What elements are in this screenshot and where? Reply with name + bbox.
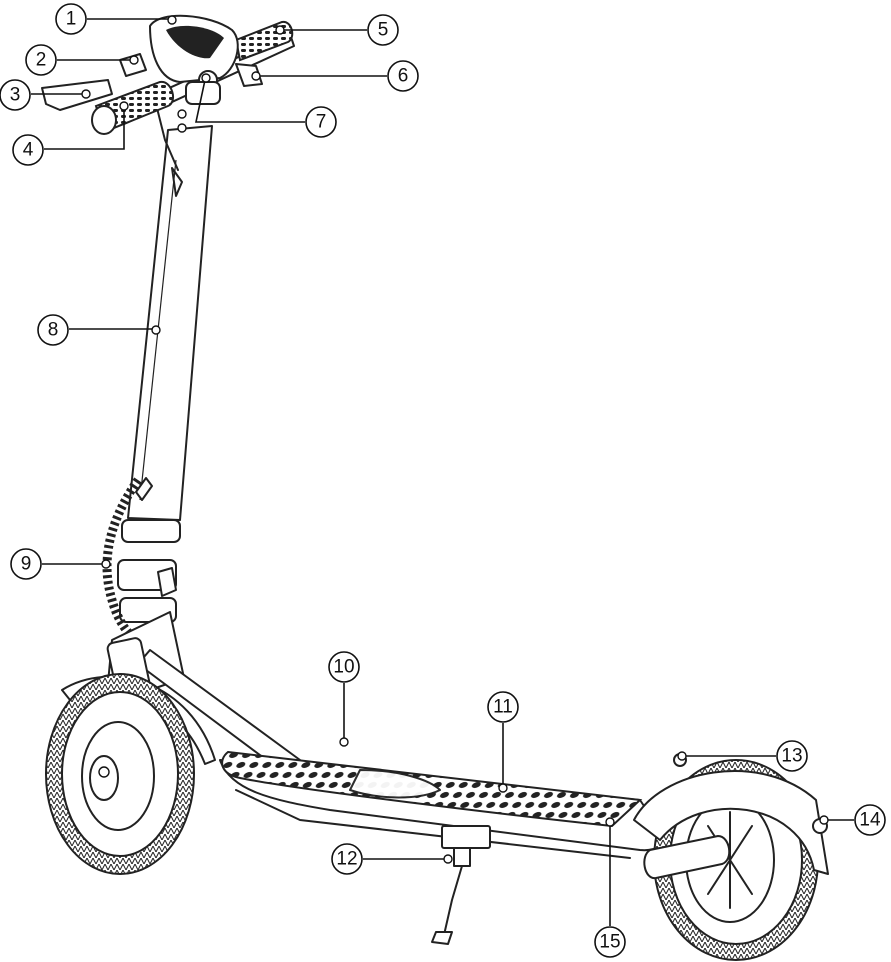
- kickstand: [432, 826, 490, 944]
- front-wheel: [46, 674, 194, 874]
- dashboard-display: [150, 16, 238, 82]
- callout-label: 12: [336, 849, 357, 870]
- stem-tube: [128, 126, 212, 520]
- callout-label: 6: [398, 66, 409, 87]
- callout-label: 3: [10, 85, 21, 106]
- callout-label: 11: [493, 697, 513, 718]
- callout-label: 2: [36, 50, 47, 71]
- callout-label: 4: [23, 140, 34, 161]
- callout-label: 5: [378, 20, 389, 41]
- callout-5: 5: [276, 15, 398, 45]
- callout-6: 6: [252, 61, 418, 91]
- callout-label: 13: [781, 746, 802, 767]
- scooter-illustration: [42, 16, 828, 960]
- callout-8: 8: [38, 315, 160, 345]
- callout-14: 14: [820, 805, 885, 835]
- callout-9: 9: [11, 549, 110, 579]
- callout-11: 11: [488, 692, 518, 792]
- callout-2: 2: [26, 45, 138, 75]
- callout-label: 1: [66, 9, 77, 30]
- callout-label: 7: [316, 112, 327, 133]
- callout-label: 8: [48, 320, 59, 341]
- callout-12: 12: [332, 844, 452, 874]
- callout-10: 10: [329, 652, 359, 746]
- folding-mechanism: [118, 520, 180, 622]
- callout-label: 14: [859, 810, 881, 831]
- callout-label: 9: [21, 554, 32, 575]
- callout-label: 15: [599, 932, 620, 953]
- callout-label: 10: [333, 657, 354, 678]
